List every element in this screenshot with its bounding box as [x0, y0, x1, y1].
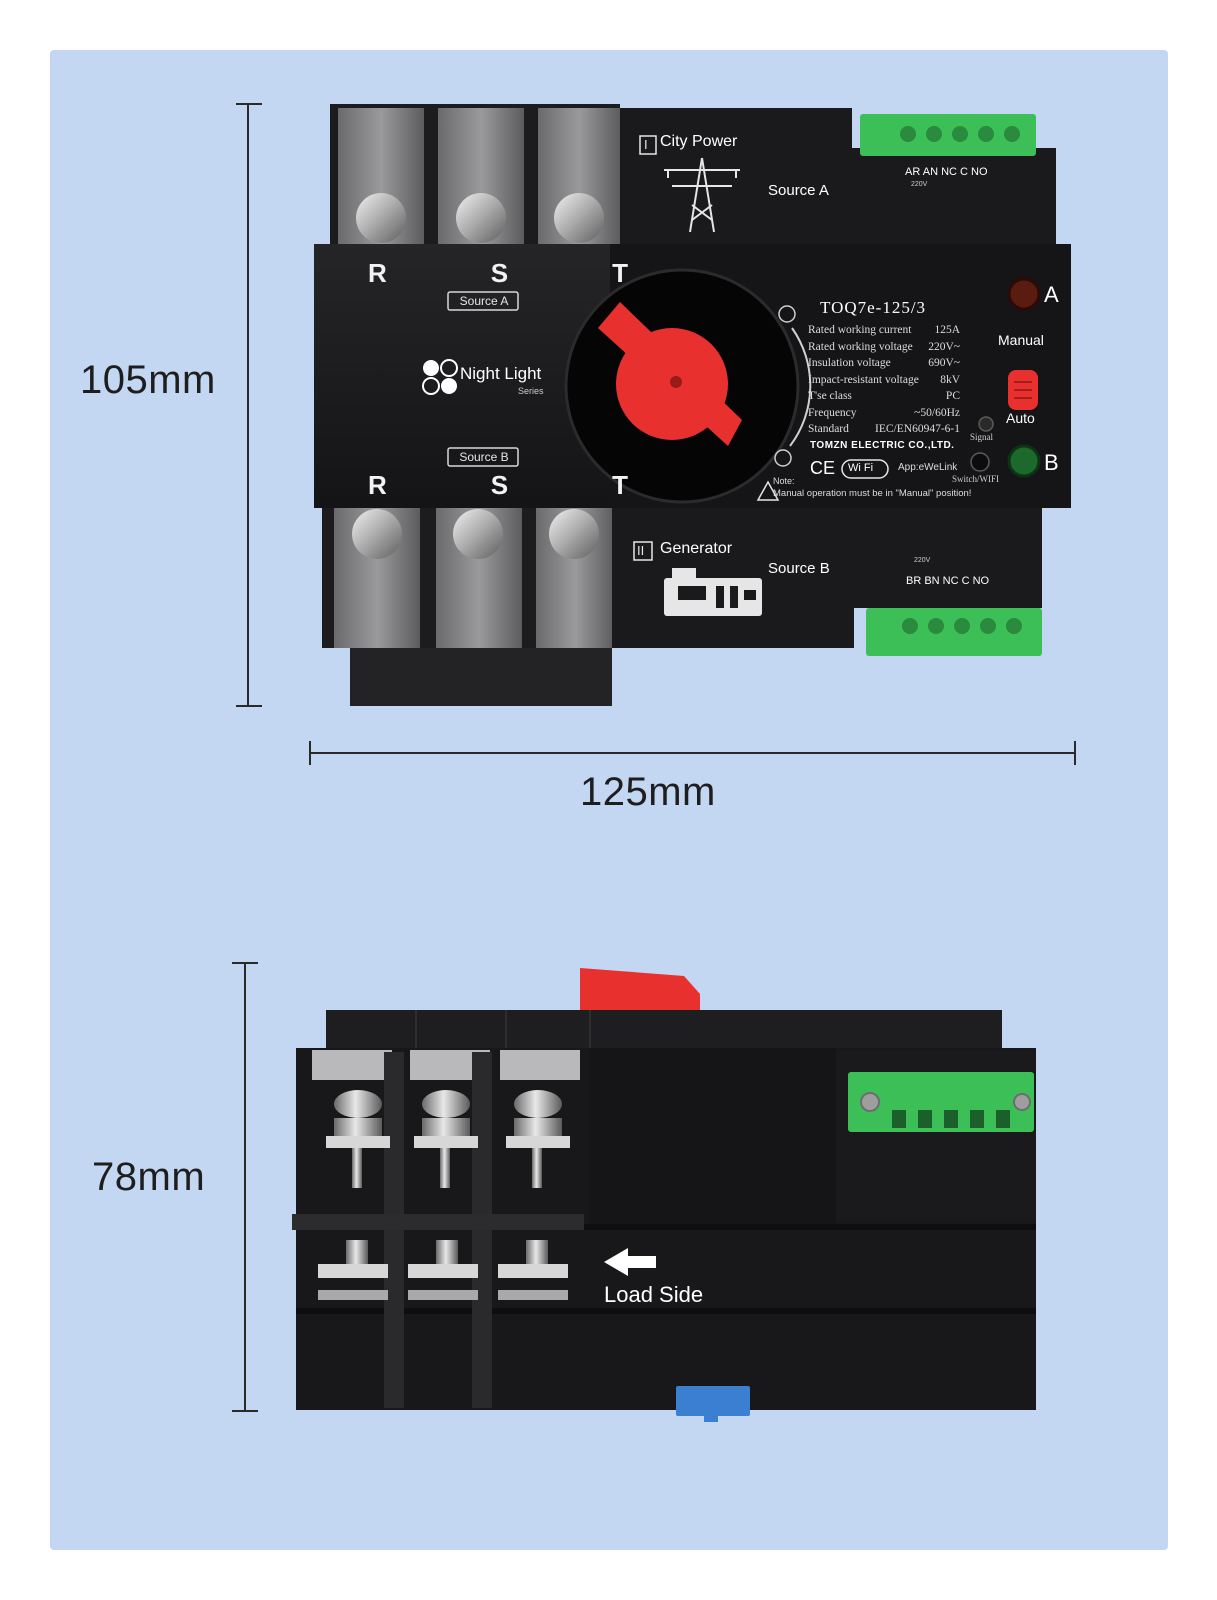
manual-label: Manual	[998, 332, 1044, 348]
height-dimension-side: 78mm	[92, 1155, 206, 1199]
phase-s: S	[490, 258, 509, 288]
aux-terminal-bottom	[866, 608, 1042, 656]
generator-icon	[664, 568, 762, 616]
bolt-icon	[346, 1240, 368, 1264]
generator-label: Generator	[660, 540, 733, 557]
warning-icon	[756, 480, 780, 501]
phase-labels-top: R S T	[368, 258, 628, 289]
signal-label: Signal	[970, 432, 994, 442]
terminal-top-labels: AR AN NC C NO	[905, 166, 988, 178]
terminal-bottom-labels: BR BN NC C NO	[906, 575, 990, 587]
bolt-icon	[422, 1090, 470, 1118]
ce-mark: CE	[810, 458, 836, 478]
terminal-top-voltage: 220V	[911, 181, 928, 188]
screw-icon	[549, 509, 599, 559]
switch-wifi-button	[970, 452, 990, 472]
bolt-icon	[436, 1240, 458, 1264]
width-dimension: 125mm	[580, 770, 716, 814]
height-dimension-top: 105mm	[80, 358, 216, 402]
phase-r: R	[368, 258, 387, 288]
bolt-icon	[514, 1090, 562, 1118]
spec-row: Frequency~50/60Hz	[808, 406, 960, 419]
screw-icon	[356, 193, 406, 243]
phase-r: R	[368, 470, 387, 500]
phase-t: T	[612, 470, 628, 500]
phase-s: S	[490, 470, 509, 500]
side-aux-terminal	[848, 1072, 1034, 1132]
roman-two: II	[637, 543, 645, 558]
auto-label: Auto	[1006, 410, 1035, 426]
indicator-b-light	[1007, 444, 1041, 478]
screw-icon	[554, 193, 604, 243]
app-label: App:eWeLink	[898, 462, 958, 473]
note-text: Manual operation must be in "Manual" pos…	[773, 488, 972, 499]
manufacturer: TOMZN ELECTRIC CO.,LTD.	[810, 440, 955, 451]
brand-logo-icon	[422, 359, 458, 395]
bolt-icon	[334, 1090, 382, 1118]
source-b-label: Source B	[768, 560, 830, 577]
upper-terminal-block	[330, 104, 620, 244]
wifi-icon: Wi Fi	[848, 462, 874, 474]
lower-terminal-block	[322, 508, 614, 706]
aux-terminal-top	[860, 114, 1036, 156]
switch-handle	[598, 302, 742, 446]
load-side-label: Load Side	[604, 1282, 704, 1307]
side-terminals	[292, 1050, 584, 1408]
brand-series: Series	[518, 386, 544, 396]
indicator-a-label: A	[1044, 282, 1059, 307]
power-tower-icon	[664, 157, 740, 233]
indicator-b-label: B	[1044, 450, 1059, 475]
screw-icon	[352, 509, 402, 559]
source-a-tag: Source A	[459, 294, 509, 308]
phase-t: T	[612, 258, 628, 288]
terminal-bottom-voltage: 220V	[914, 557, 931, 564]
indicator-a-light	[1007, 277, 1041, 311]
roman-one: I	[644, 137, 648, 152]
rotary-switch	[564, 268, 812, 504]
note-label: Note:	[773, 476, 795, 486]
side-handle	[580, 968, 700, 1012]
city-power-label: City Power	[660, 133, 738, 150]
source-b-tag: Source B	[459, 450, 509, 464]
model-number: TOQ7e-125/3	[820, 298, 927, 317]
brand-name: Night Light	[460, 364, 542, 383]
screw-icon	[456, 193, 506, 243]
din-clip	[676, 1386, 750, 1416]
phase-labels-bottom: R S T	[368, 470, 628, 501]
arrow-left-icon	[604, 1248, 656, 1276]
source-a-label: Source A	[768, 182, 829, 199]
screw-icon	[453, 509, 503, 559]
bolt-icon	[526, 1240, 548, 1264]
signal-light	[978, 416, 994, 432]
switch-wifi-label: Switch/WIFI	[952, 474, 999, 484]
